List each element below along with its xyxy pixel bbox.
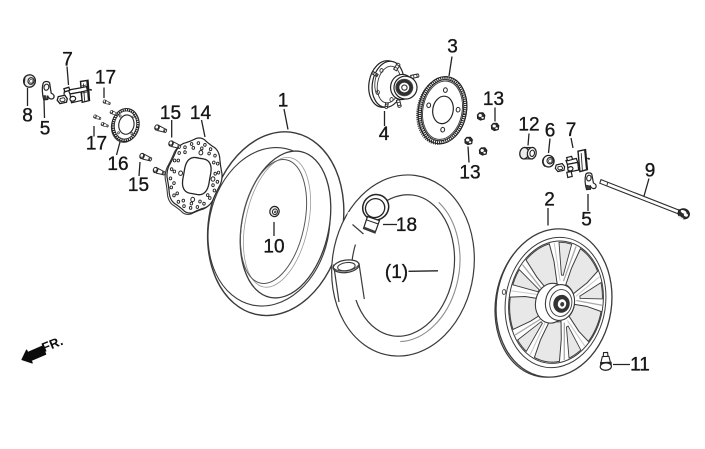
svg-text:9: 9 [645,161,656,182]
svg-text:1: 1 [278,91,289,112]
svg-text:16: 16 [107,154,128,175]
svg-text:15: 15 [128,175,149,196]
svg-text:4: 4 [379,124,390,145]
svg-text:12: 12 [518,115,539,136]
svg-text:(1): (1) [385,262,408,283]
svg-text:2: 2 [544,190,555,211]
svg-text:13: 13 [483,89,504,110]
svg-text:5: 5 [40,119,51,140]
svg-text:6: 6 [545,121,556,142]
svg-text:7: 7 [62,50,73,71]
svg-text:5: 5 [581,210,592,231]
svg-text:FR.: FR. [40,333,66,355]
svg-text:11: 11 [630,355,650,376]
svg-text:8: 8 [22,106,33,127]
svg-text:3: 3 [447,37,458,58]
svg-text:10: 10 [263,237,284,258]
svg-text:17: 17 [86,134,107,155]
svg-text:18: 18 [396,215,417,236]
svg-text:7: 7 [566,120,577,141]
svg-text:17: 17 [95,68,116,89]
svg-text:15: 15 [160,103,181,124]
svg-text:13: 13 [459,163,480,184]
svg-text:14: 14 [190,103,212,124]
